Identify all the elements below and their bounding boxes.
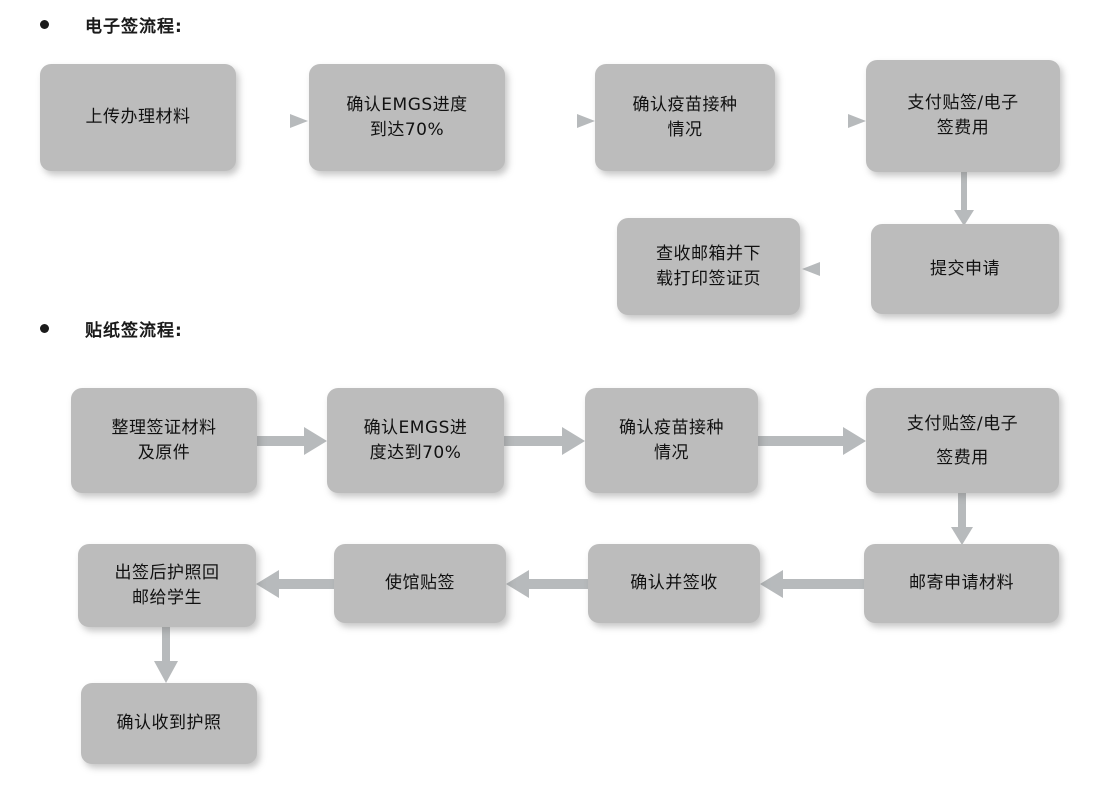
node-confirm-vaccination-sticker[interactable]: 确认疫苗接种情况 [585, 388, 758, 493]
node-pay-visa-fee-sticker[interactable]: 支付贴签/电子签费用 [866, 388, 1059, 493]
connector-e4-e5 [952, 170, 978, 228]
connector-e5-e6 [798, 256, 876, 282]
node-label: 邮寄申请材料 [909, 573, 1014, 594]
section-title-esign: 电子签流程: [85, 17, 183, 37]
node-label: 使馆贴签 [385, 573, 455, 594]
node-label: 支付贴签/电子签费用 [906, 413, 1019, 468]
node-label: 确认疫苗接种情况 [632, 94, 738, 140]
connector-s5-s6 [758, 568, 866, 600]
node-label: 确认收到护照 [116, 713, 222, 734]
connector-s6-s7 [504, 568, 590, 600]
node-confirm-passport-received[interactable]: 确认收到护照 [81, 683, 257, 764]
connector-e1-e2 [236, 108, 310, 134]
node-label: 确认疫苗接种情况 [619, 417, 724, 463]
node-confirm-emgs-70[interactable]: 确认EMGS进度到达70% [309, 64, 505, 171]
connector-s2-s3 [504, 425, 587, 457]
node-confirm-and-sign[interactable]: 确认并签收 [588, 544, 760, 623]
bullet-icon [40, 20, 49, 29]
node-submit-application[interactable]: 提交申请 [871, 224, 1059, 314]
node-label: 确认EMGS进度达到70% [363, 417, 468, 463]
node-mail-application-materials[interactable]: 邮寄申请材料 [864, 544, 1059, 623]
section-heading-sticker: 贴纸签流程: [40, 316, 183, 341]
bullet-icon [40, 324, 49, 333]
node-label: 确认并签收 [630, 573, 718, 594]
section-title-sticker: 贴纸签流程: [85, 321, 183, 341]
node-label: 整理签证材料及原件 [111, 417, 217, 463]
connector-s8-s9 [153, 625, 183, 685]
connector-e2-e3 [505, 108, 597, 134]
connector-s4-s5 [949, 491, 977, 547]
node-confirm-emgs-70-sticker[interactable]: 确认EMGS进度达到70% [327, 388, 504, 493]
node-label: 上传办理材料 [85, 107, 191, 128]
node-upload-materials[interactable]: 上传办理材料 [40, 64, 236, 171]
connector-s1-s2 [257, 425, 329, 457]
node-label: 提交申请 [930, 258, 1000, 279]
node-return-passport-to-student[interactable]: 出签后护照回邮给学生 [78, 544, 256, 627]
connector-e3-e4 [775, 108, 868, 134]
node-pay-visa-fee[interactable]: 支付贴签/电子签费用 [866, 60, 1060, 172]
node-organize-visa-materials[interactable]: 整理签证材料及原件 [71, 388, 257, 493]
node-label: 支付贴签/电子签费用 [907, 93, 1019, 138]
node-label: 确认EMGS进度到达70% [346, 94, 468, 140]
section-heading-esign: 电子签流程: [40, 12, 183, 37]
node-label: 查收邮箱并下载打印签证页 [656, 243, 761, 289]
node-check-email-print-visa[interactable]: 查收邮箱并下载打印签证页 [617, 218, 800, 315]
connector-s7-s8 [254, 568, 336, 600]
node-label: 出签后护照回邮给学生 [114, 562, 220, 608]
node-embassy-sticker[interactable]: 使馆贴签 [334, 544, 506, 623]
node-confirm-vaccination[interactable]: 确认疫苗接种情况 [595, 64, 775, 171]
connector-s3-s4 [758, 425, 868, 457]
